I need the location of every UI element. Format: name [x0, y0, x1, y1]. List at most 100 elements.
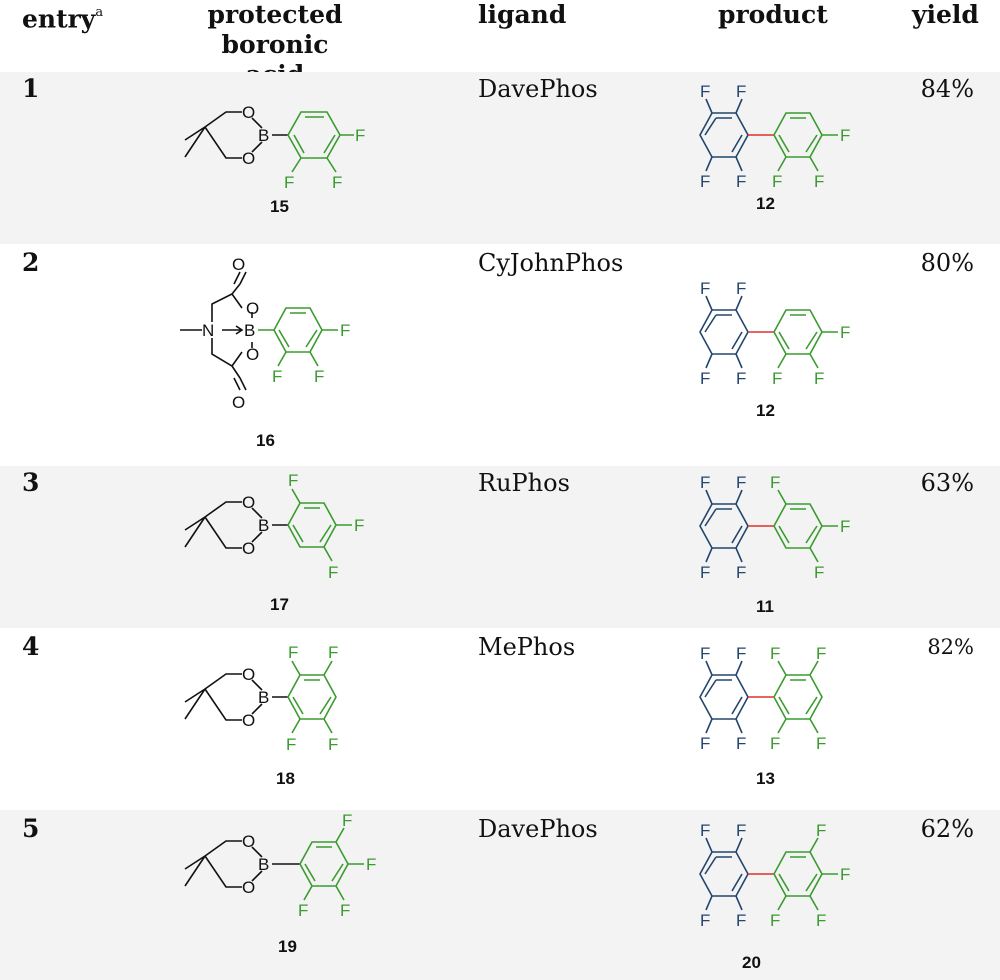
atom-label: F [736, 473, 746, 492]
atom-label: O [246, 299, 259, 318]
ligand-name: MePhos [478, 633, 576, 661]
atom-label: F [814, 369, 824, 388]
atom-label: B [258, 855, 269, 874]
entry-number: 5 [22, 814, 40, 843]
atom-label: F [736, 734, 746, 753]
atom-label: B [244, 321, 255, 340]
atom-label: F [700, 82, 710, 101]
product-number: 12 [756, 194, 775, 213]
atom-label: F [284, 173, 294, 192]
header-product: product [718, 0, 828, 29]
atom-label: O [242, 878, 255, 897]
table-row: 3 RuPhos 63% O O B F F F 17 F F F F F F … [0, 466, 1000, 628]
table-row: 4 MePhos 82% O O B F F F F 18 F F F F F … [0, 628, 1000, 810]
header-boronic-acid: protected boronicacid [207, 0, 343, 89]
atom-label: F [840, 323, 850, 342]
atom-label: F [816, 821, 826, 840]
atom-label: O [232, 393, 245, 412]
atom-label: F [700, 279, 710, 298]
atom-label: F [816, 644, 826, 663]
table-row: 2 CyJohnPhos 80% O O N B O O F F F 16 F … [0, 244, 1000, 466]
ligand-name: CyJohnPhos [478, 249, 624, 277]
atom-label: F [770, 911, 780, 930]
atom-label: F [770, 734, 780, 753]
atom-label: F [332, 173, 342, 192]
product-structure: F F F F F F F 12 [699, 82, 850, 213]
header-yield: yield [912, 0, 979, 29]
atom-label: F [700, 172, 710, 191]
atom-label: F [328, 643, 338, 662]
table-row: 5 DavePhos 62% O O B F F F F 19 F F F F … [0, 810, 1000, 980]
yield-value: 82% [927, 635, 974, 659]
atom-label: F [736, 644, 746, 663]
atom-label: F [342, 811, 352, 830]
atom-label: F [736, 369, 746, 388]
atom-label: B [258, 688, 269, 707]
ligand-name: DavePhos [478, 75, 598, 103]
atom-label: F [328, 735, 338, 754]
compound-number: 15 [270, 197, 289, 216]
table-header: entrya protected boronicacid ligand prod… [0, 0, 1000, 89]
yield-value: 62% [920, 815, 974, 843]
atom-label: F [736, 172, 746, 191]
atom-label: F [814, 172, 824, 191]
atom-label: F [700, 734, 710, 753]
atom-label: F [840, 126, 850, 145]
atom-label: F [288, 643, 298, 662]
table-row: 1 DavePhos 84% O O B F F F 15 F F F F F … [0, 72, 1000, 244]
atom-label: F [700, 563, 710, 582]
atom-label: F [286, 735, 296, 754]
yield-value: 80% [920, 249, 974, 277]
atom-label: F [736, 563, 746, 582]
atom-label: F [736, 821, 746, 840]
atom-label: O [246, 345, 259, 364]
product-structure: F F F F F F F 12 [699, 279, 850, 420]
compound-number: 17 [270, 595, 289, 614]
header-entry: entrya [22, 4, 104, 34]
boronic-ester-structure: O O B F F F F 19 [184, 811, 376, 956]
boronic-ester-structure: O O B F F F 15 [184, 103, 365, 216]
atom-label: F [366, 855, 376, 874]
entry-number: 3 [22, 468, 40, 497]
yield-value: 63% [920, 469, 974, 497]
boronic-ester-structure: O O B F F F 17 [184, 471, 364, 614]
product-number: 20 [742, 953, 761, 972]
ligand-name: DavePhos [478, 815, 598, 843]
atom-label: F [700, 821, 710, 840]
entry-number: 4 [22, 632, 40, 661]
atom-label: F [736, 279, 746, 298]
atom-label: F [816, 911, 826, 930]
atom-label: F [700, 473, 710, 492]
atom-label: O [242, 832, 255, 851]
atom-label: F [298, 901, 308, 920]
atom-label: F [736, 82, 746, 101]
atom-label: O [242, 149, 255, 168]
atom-label: O [242, 493, 255, 512]
atom-label: F [772, 369, 782, 388]
product-number: 11 [756, 597, 774, 616]
product-structure: F F F F F F F F 20 [699, 821, 850, 972]
atom-label: F [272, 367, 282, 386]
atom-label: F [288, 471, 298, 490]
atom-label: F [700, 644, 710, 663]
atom-label: F [700, 911, 710, 930]
atom-label: F [314, 367, 324, 386]
yield-value: 84% [920, 75, 974, 103]
atom-label: B [258, 516, 269, 535]
mida-boronate-structure: O O N B O O F F F 16 [180, 255, 350, 450]
ligand-name: RuPhos [478, 469, 570, 497]
atom-label: F [340, 321, 350, 340]
atom-label: N [202, 321, 214, 340]
atom-label: F [354, 516, 364, 535]
atom-label: F [814, 563, 824, 582]
product-number: 12 [756, 401, 775, 420]
atom-label: F [340, 901, 350, 920]
atom-label: F [772, 172, 782, 191]
atom-label: O [242, 665, 255, 684]
atom-label: F [700, 369, 710, 388]
atom-label: F [355, 126, 365, 145]
atom-label: B [258, 126, 269, 145]
entry-number: 1 [22, 74, 40, 103]
atom-label: O [242, 103, 255, 122]
product-structure: F F F F F F F 11 [699, 473, 850, 616]
